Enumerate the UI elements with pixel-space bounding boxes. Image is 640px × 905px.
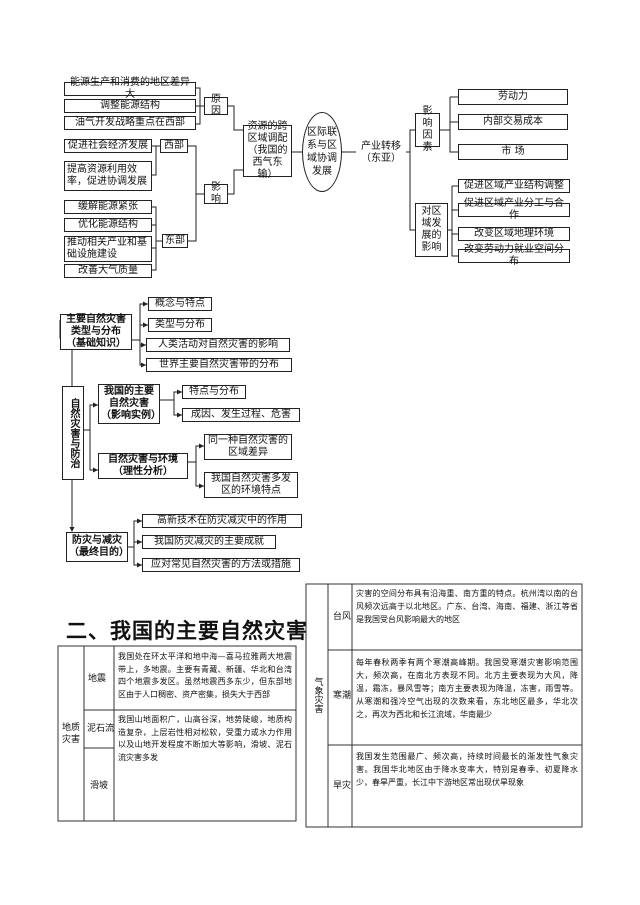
section-title: 二、我国的主要自然灾害 [66, 619, 308, 643]
b1-types: 类型与分布 [148, 318, 212, 332]
item-oil-gas-west: 油气开发战略重点在西部 [64, 116, 196, 130]
b1-human: 人类活动对自然灾害的影响 [146, 338, 290, 352]
right-row-coldwave-text: 每年春秋两季有两个寒潮高峰期。我国受寒潮灾害影响范围大，频次高，在南北方表现不同… [356, 658, 578, 719]
b1-concept: 概念与特点 [148, 297, 212, 311]
effect-division: 促进区域产业分工与合作 [458, 198, 570, 221]
node-transfer: 资源的跨区域调配（我国的西气东输） [243, 121, 292, 180]
b4-methods: 应对常见自然灾害的方法或措施 [142, 558, 300, 572]
b1-world-belts: 世界主要自然灾害带的分布 [146, 358, 292, 372]
b3-diff: 同一种自然灾害的区域差异 [204, 434, 292, 460]
factor-transaction-cost: 内部交易成本 [458, 114, 568, 130]
node-b1: 主要自然灾害类型与分布（基础知识） [60, 314, 132, 350]
item-promote-economy: 促进社会经济发展 [64, 139, 152, 153]
node-root: 自然灾害与防治 [62, 386, 84, 480]
right-row-drought-text: 我国发生范围最广、频次高，持续时间最长的渐发性气象灾害。我国华北地区由于降水变率… [356, 752, 578, 787]
left-row-earthquake-name: 地震 [88, 674, 107, 684]
right-row-drought-name: 旱灾 [333, 781, 352, 791]
effect-employment: 改变劳动力就业空间分布 [458, 244, 570, 267]
b2-features: 特点与分布 [182, 385, 246, 399]
right-group-meteo: 气象灾害 [312, 677, 323, 713]
b4-tech: 高新技术在防灾减灾中的作用 [142, 514, 302, 528]
effect-environment: 改变区域地理环境 [458, 227, 570, 241]
item-optimize-structure: 优化能源结构 [64, 218, 152, 232]
right-row-typhoon-text: 灾害的空间分布具有沿海重、南方重的特点。杭州湾以南的台风频次远高于以北地区。广东… [356, 589, 578, 624]
left-row-earthquake-text: 我国处在环太平洋和地中海—喜马拉雅两大地震带上，多地震。主要有青藏、新疆、华北和… [118, 652, 292, 699]
node-east: 东部 [162, 234, 188, 248]
left-group-geology: 地质灾害 [62, 722, 81, 745]
left-row-debris-name: 泥石流 [87, 724, 115, 734]
right-row-typhoon-name: 台风 [333, 612, 352, 622]
factor-labor: 劳动力 [458, 89, 568, 105]
node-center: 区际联系与区域协调发展 [302, 112, 342, 192]
node-west: 西部 [160, 139, 188, 153]
factor-market: 市 场 [458, 144, 568, 160]
b3-env: 我国自然灾害多发区的环境特点 [204, 472, 298, 498]
item-air-quality: 改善大气质量 [64, 264, 152, 278]
item-efficiency: 提高资源利用效率，促进协调发展 [64, 161, 152, 191]
right-row-coldwave-name: 寒潮 [333, 691, 352, 701]
mindmap2-connectors [59, 301, 204, 568]
node-region-effect: 对区域发展的影响 [415, 203, 448, 257]
item-adjust-structure: 调整能源结构 [64, 99, 196, 113]
left-row-debris-text: 我国山地面积广，山高谷深，地势陡峻，地质构造复杂，上层岩性相对松软，受重力或水力… [118, 715, 292, 762]
effect-structure: 促进区域产业结构调整 [458, 179, 570, 193]
node-cause: 原因 [204, 94, 228, 117]
item-relieve-shortage: 缓解能源紧张 [64, 200, 152, 214]
mindmap1-connectors [152, 87, 458, 271]
node-industry: 产业转移（东亚） [356, 140, 406, 166]
b2-causes: 成因、发生过程、危害 [182, 408, 300, 422]
item-infrastructure: 推动相关产业和基础设施建设 [64, 236, 152, 262]
node-b2: 我国的主要自然灾害（影响实例） [98, 384, 161, 424]
b4-achievement: 我国防灾减灾的主要成就 [142, 535, 276, 549]
item-energy-diff: 能源生产和消费的地区差异大 [64, 77, 196, 100]
node-b4: 防灾与减灾（最终目的） [66, 532, 129, 562]
left-row-landslide-name: 滑坡 [90, 781, 109, 791]
node-b3: 自然灾害与环境（理性分析） [98, 453, 188, 479]
node-effect: 影响 [204, 182, 228, 205]
